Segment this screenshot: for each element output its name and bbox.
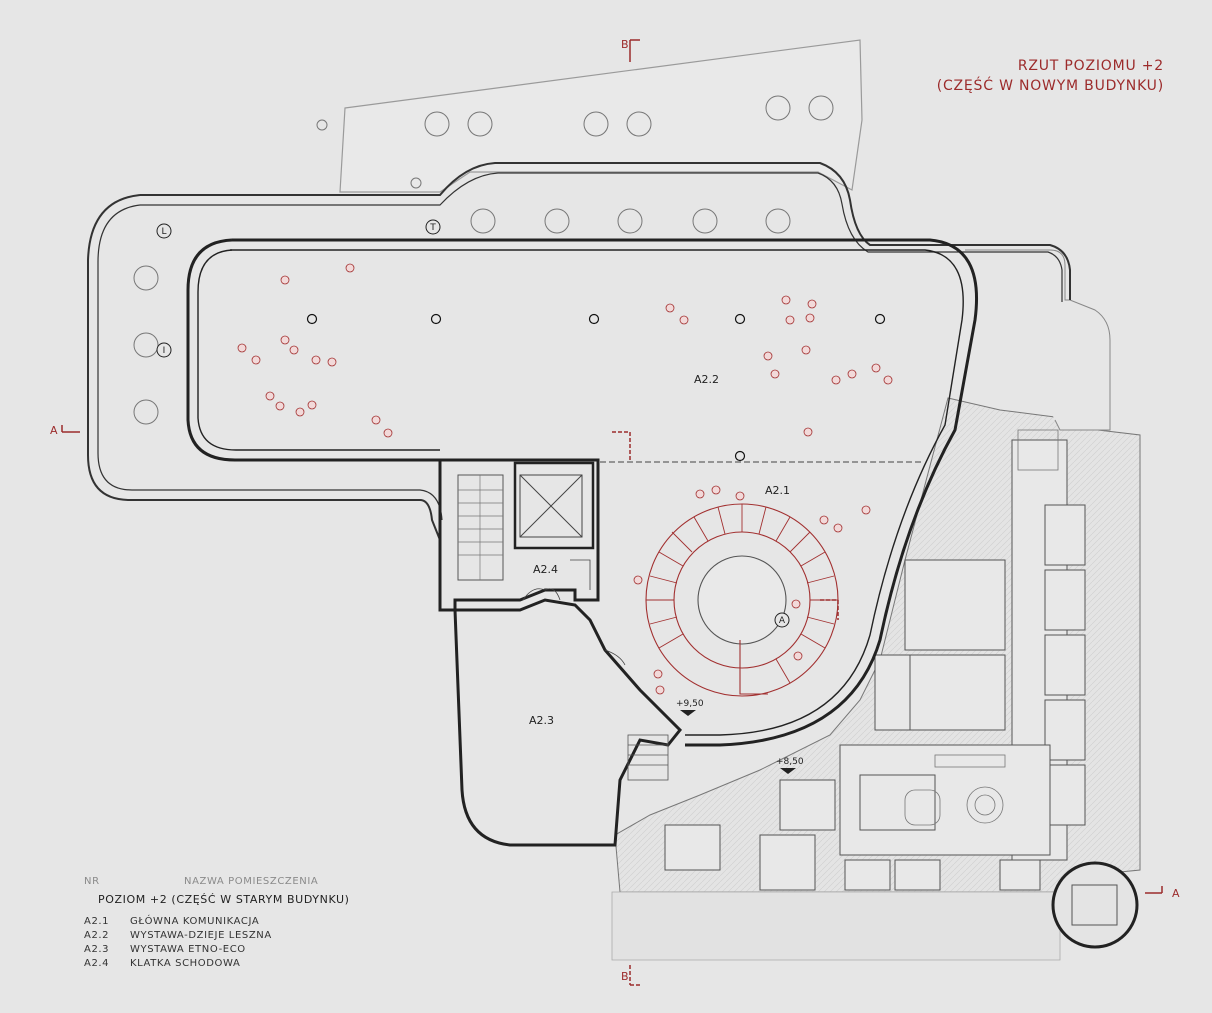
- room-label-a22: A2.2: [694, 373, 719, 386]
- right-terrace: [965, 249, 1111, 431]
- svg-text:+8,50: +8,50: [776, 757, 804, 767]
- round-tower: [1051, 861, 1139, 949]
- hall-a22-left-wall: [186, 238, 440, 462]
- hall-a22-outer: [232, 238, 978, 747]
- room-legend: NR NAZWA POMIESZCZENIA POZIOM +2 (CZĘŚĆ W…: [84, 876, 350, 972]
- old-building-rooms: [664, 439, 1086, 891]
- section-mark-a-left: A: [50, 424, 58, 437]
- spiral-stair: [645, 503, 839, 697]
- hall-a22-inner: [230, 249, 964, 736]
- elevation-marker-upper: +9,50: [676, 699, 704, 716]
- hall-columns: [306, 313, 886, 462]
- room-label-a21: A2.1: [765, 484, 790, 497]
- plan-title-line1: RZUT POZIOMU +2: [1017, 58, 1164, 74]
- terrace-planters: [316, 95, 834, 189]
- legend-room-name: GŁÓWNA KOMUNIKACJA: [130, 916, 260, 927]
- legend-room-name: KLATKA SCHODOWA: [130, 958, 241, 969]
- legend-code: A2.3: [84, 944, 110, 955]
- legend-room-name: WYSTAWA-DZIEJE LESZNA: [130, 930, 272, 941]
- section-mark-b-top: B: [621, 38, 629, 51]
- column-tag-i: I: [156, 342, 172, 358]
- legend-code: A2.1: [84, 916, 110, 927]
- legend-subtitle: POZIOM +2 (CZĘŚĆ W STARYM BUDYNKU): [98, 893, 350, 906]
- section-lines: [61, 39, 1163, 986]
- legend-col-nr: NR: [84, 876, 100, 887]
- legend-header: NR NAZWA POMIESZCZENIA: [84, 876, 350, 887]
- legend-room-name: WYSTAWA ETNO-ECO: [130, 944, 246, 955]
- section-mark-a-right: A: [1172, 887, 1180, 900]
- elevation-marker-lower: +8,50: [776, 757, 804, 774]
- svg-text:+9,50: +9,50: [676, 699, 704, 709]
- svg-text:T: T: [429, 223, 436, 233]
- svg-text:A: A: [779, 616, 786, 626]
- legend-col-name: NAZWA POMIESZCZENIA: [184, 876, 319, 887]
- west-wing-outline-inner: [97, 204, 443, 521]
- legend-row: A2.3 WYSTAWA ETNO-ECO: [84, 944, 350, 958]
- plan-title-line2: (CZĘŚĆ W NOWYM BUDYNKU): [936, 78, 1164, 94]
- legend-row: A2.1 GŁÓWNA KOMUNIKACJA: [84, 916, 350, 930]
- section-mark-b-bottom: B: [621, 970, 629, 983]
- legend-row: A2.2 WYSTAWA-DZIEJE LESZNA: [84, 930, 350, 944]
- legend-row: A2.4 KLATKA SCHODOWA: [84, 958, 350, 972]
- room-label-a23: A2.3: [529, 714, 554, 727]
- hall-a22-left-wall-inner: [197, 249, 440, 451]
- plan-title-block: RZUT POZIOMU +2 (CZĘŚĆ W NOWYM BUDYNKU): [937, 56, 1164, 96]
- column-tag-l: L: [156, 223, 172, 239]
- door-swings: [522, 559, 626, 666]
- old-building-furniture: [904, 429, 1059, 826]
- column-tag-t: T: [425, 219, 441, 235]
- svg-text:L: L: [161, 227, 166, 237]
- room-label-a24: A2.4: [533, 563, 558, 576]
- main-outer-shell: [140, 162, 1071, 300]
- lift-shaft: [513, 461, 595, 550]
- svg-text:I: I: [163, 346, 166, 356]
- hall-a23-outline: [453, 598, 683, 847]
- west-terrace-planters: [133, 208, 791, 425]
- legend-code: A2.4: [84, 958, 110, 969]
- old-building-lower-strip: [611, 891, 1061, 961]
- upper-terrace-outline: [339, 39, 863, 193]
- main-outer-shell-inner: [140, 172, 1063, 302]
- column-tag-a: A: [774, 612, 790, 628]
- a23-lower-stair: [627, 734, 669, 781]
- visitor-figures: [237, 263, 893, 695]
- west-wing-outline: [87, 194, 441, 541]
- legend-code: A2.2: [84, 930, 110, 941]
